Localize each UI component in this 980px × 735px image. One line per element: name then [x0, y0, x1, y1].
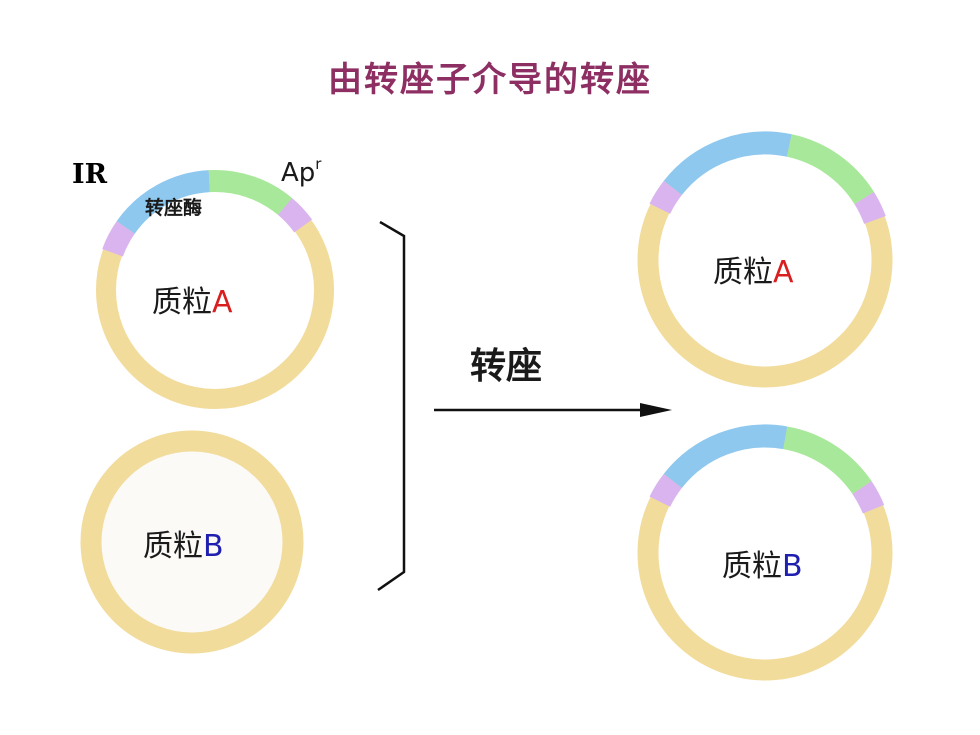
transposase-segment: [116, 170, 211, 235]
ir-segment-right: [277, 198, 313, 233]
ir-segment-right-a-right: [854, 191, 886, 225]
process-label: 转座: [470, 346, 542, 387]
ampr-segment-right-b: [782, 426, 872, 495]
transposase-segment-right-a: [663, 131, 792, 196]
plasmid-a-left: IR Apr 转座酶 质粒A: [72, 155, 334, 409]
ir-segment-right-a-left: [649, 180, 683, 214]
ir-segment-right-b-right: [852, 481, 885, 514]
ir-segment-right-b-left: [649, 473, 683, 507]
ampr-segment-right-a: [786, 134, 874, 205]
page-title: 由转座子介导的转座: [328, 60, 652, 100]
plasmid-b-right: 质粒B: [637, 424, 893, 681]
ampr-segment: [208, 170, 293, 216]
plasmid-b-label: 质粒B: [143, 529, 224, 564]
plasmid-b-left: 质粒B: [80, 430, 304, 654]
plasmid-a-right-label: 质粒A: [713, 255, 794, 290]
ir-label: IR: [72, 159, 108, 190]
bracket: [377, 220, 406, 592]
ampr-label: Apr: [281, 155, 322, 188]
plasmid-a-label: 质粒A: [152, 285, 233, 320]
plasmid-b-right-label: 质粒B: [722, 549, 803, 584]
plasmid-b-ring: [80, 430, 304, 654]
transposition-arrow: 转座: [434, 346, 672, 417]
ir-segment-left: [102, 221, 135, 257]
transposase-label: 转座酶: [145, 196, 202, 219]
plasmid-a-right: 质粒A: [637, 131, 893, 388]
transposase-segment-right-b: [663, 424, 788, 489]
arrow-head: [640, 403, 672, 417]
